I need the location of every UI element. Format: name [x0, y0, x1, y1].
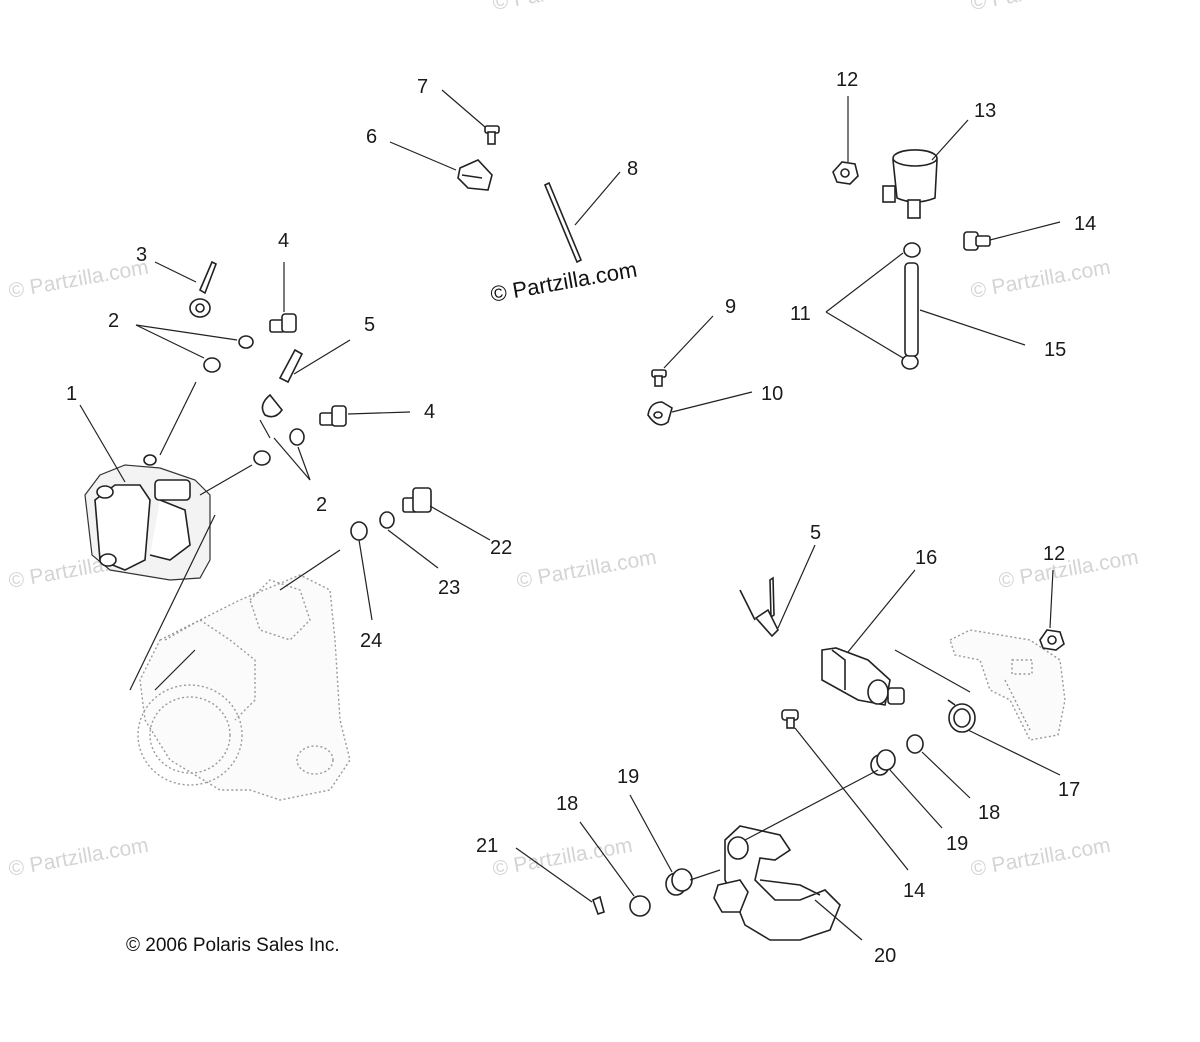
watermark: © Partzilla.com	[969, 834, 1112, 881]
washer	[203, 357, 221, 373]
callout-20: 20	[874, 945, 896, 967]
callout-12: 12	[1043, 543, 1065, 565]
brake-pedal	[713, 825, 841, 941]
brake-line-master	[739, 576, 779, 638]
callout-21: 21	[476, 835, 498, 857]
hose-clamp	[647, 401, 673, 426]
callout-24: 24	[360, 630, 382, 652]
center-watermark: © Partzilla.com	[489, 257, 639, 307]
brake-caliper	[84, 454, 211, 581]
banjo-bolt	[319, 405, 347, 427]
hex-nut	[832, 161, 859, 185]
callout-1: 1	[66, 383, 77, 405]
callout-12: 12	[836, 69, 858, 91]
callout-19: 19	[946, 833, 968, 855]
watermark: © Partzilla.com	[491, 0, 634, 15]
screw	[651, 369, 667, 387]
callout-4: 4	[278, 230, 289, 252]
callout-19: 19	[617, 766, 639, 788]
callout-5: 5	[364, 314, 375, 336]
mounting-bracket	[949, 629, 1066, 741]
master-cylinder	[821, 647, 905, 706]
watermark: © Partzilla.com	[997, 546, 1140, 593]
watermark: © Partzilla.com	[969, 0, 1112, 15]
copyright-text: © 2006 Polaris Sales Inc.	[126, 935, 340, 956]
hose-clamp	[901, 354, 919, 370]
callout-18: 18	[978, 802, 1000, 824]
bolt	[781, 709, 799, 729]
washer	[906, 734, 924, 754]
callout-2: 2	[108, 310, 119, 332]
bushing	[870, 749, 896, 776]
callout-15: 15	[1044, 339, 1066, 361]
callout-11: 11	[790, 303, 811, 325]
banjo-bolt	[402, 487, 432, 513]
callout-9: 9	[725, 296, 736, 318]
return-spring	[947, 699, 976, 733]
reservoir-hose	[904, 262, 919, 357]
callout-labels: 1 2 2 3 4 4 5 5 6 7 8 9 10 11 12 12 13 1…	[66, 69, 1096, 967]
washer	[238, 335, 254, 349]
hose-clamp	[903, 242, 921, 258]
screw	[484, 125, 500, 145]
callout-7: 7	[417, 76, 428, 98]
callout-4: 4	[424, 401, 435, 423]
callout-5: 5	[810, 522, 821, 544]
washer	[253, 450, 271, 466]
callout-14: 14	[903, 880, 925, 902]
leader-lines	[79, 89, 1061, 941]
retaining-pin	[543, 181, 583, 264]
callout-8: 8	[627, 158, 638, 180]
callout-22: 22	[490, 537, 512, 559]
hex-nut	[1039, 629, 1065, 651]
washer	[629, 895, 651, 917]
watermark: © Partzilla.com	[491, 834, 634, 881]
washer	[289, 428, 305, 446]
cotter-pin	[591, 895, 605, 916]
brake-line-clip	[457, 159, 493, 191]
bolt	[963, 231, 991, 251]
watermark: © Partzilla.com	[969, 256, 1112, 303]
bushing	[665, 868, 693, 896]
callout-16: 16	[915, 547, 937, 569]
washer	[350, 521, 368, 541]
brake-line-upper	[189, 260, 218, 318]
watermark: © Partzilla.com	[515, 546, 658, 593]
callout-18: 18	[556, 793, 578, 815]
brake-fluid-reservoir	[882, 149, 938, 219]
callout-13: 13	[974, 100, 996, 122]
callout-23: 23	[438, 577, 460, 599]
rear-hub-housing	[137, 574, 351, 801]
callout-17: 17	[1058, 779, 1080, 801]
brake-line-caliper	[261, 348, 304, 418]
callout-3: 3	[136, 244, 147, 266]
callout-14: 14	[1074, 213, 1096, 235]
callout-6: 6	[366, 126, 377, 148]
washer	[379, 511, 395, 529]
banjo-bolt	[269, 313, 297, 333]
watermark: © Partzilla.com	[7, 834, 150, 881]
callout-2: 2	[316, 494, 327, 516]
watermark: © Partzilla.com	[7, 256, 150, 303]
callout-10: 10	[761, 383, 783, 405]
